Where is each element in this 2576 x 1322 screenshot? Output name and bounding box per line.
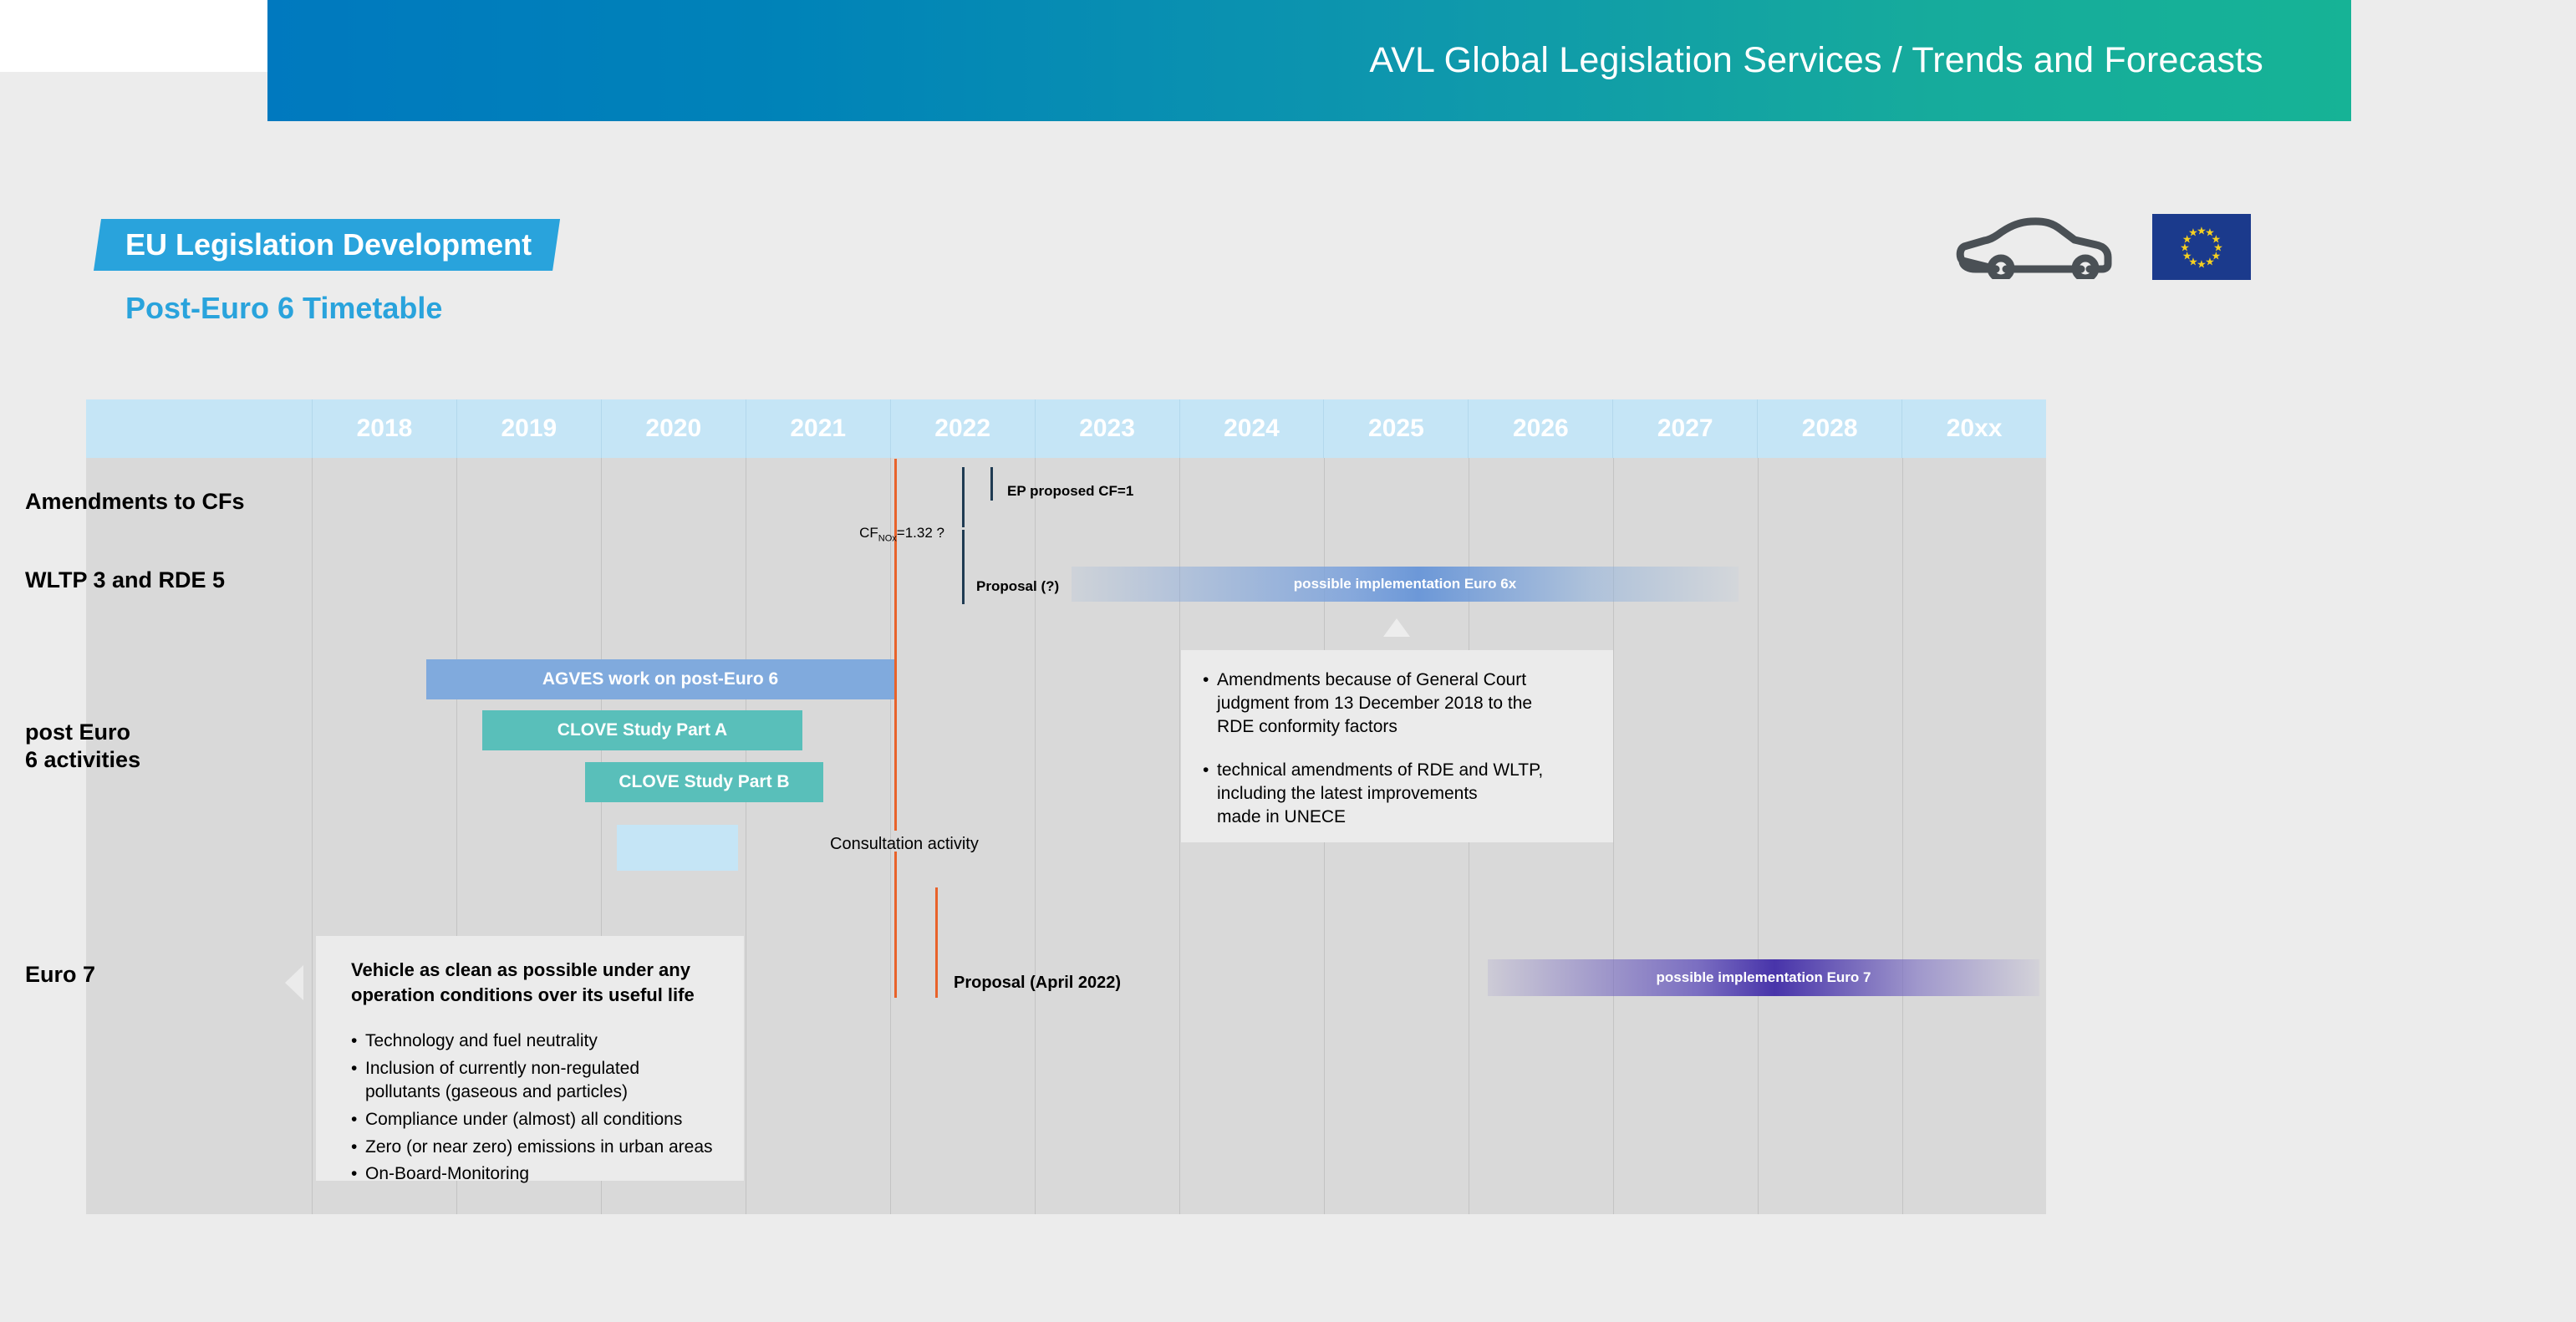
impl-bar-euro7-label: possible implementation Euro 7 — [1656, 969, 1871, 985]
slide-title: EU Legislation Development — [125, 227, 532, 262]
row-label-wltp3-rde5: WLTP 3 and RDE 5 — [25, 567, 226, 592]
eu-flag-star: ★ — [2197, 224, 2207, 236]
grid-line-5 — [1035, 458, 1036, 1214]
grid-line-11 — [1902, 458, 1903, 1214]
year-header-2027: 2027 — [1612, 399, 1757, 458]
list-item: Inclusion of currently non-regulated pol… — [351, 1057, 727, 1104]
eu-flag-star: ★ — [2188, 255, 2198, 268]
activity-bar-clove-b: CLOVE Study Part B — [585, 762, 823, 802]
eu-flag-star: ★ — [2211, 249, 2222, 262]
annotation-consultation-activity: Consultation activity — [830, 835, 979, 853]
proposal-april-2022-line — [935, 887, 938, 998]
year-header-2018: 2018 — [312, 399, 456, 458]
cf-nox-suffix: =1.32 ? — [896, 525, 944, 541]
cf-nox-prefix: CF — [859, 525, 878, 541]
eu-flag-star: ★ — [2188, 226, 2198, 239]
list-item: Amendments because of General Court judg… — [1203, 669, 1591, 739]
header-banner: AVL Global Legislation Services / Trends… — [267, 0, 2351, 121]
annotation-proposal-q: Proposal (?) — [976, 578, 1060, 594]
list-item: technical amendments of RDE and WLTP, in… — [1203, 759, 1591, 829]
year-header-2025: 2025 — [1323, 399, 1468, 458]
timeline-year-header: 2018 2019 2020 2021 2022 2023 2024 2025 … — [86, 399, 2046, 458]
annotation-proposal-april-2022: Proposal (April 2022) — [954, 974, 1122, 992]
grid-line-2 — [601, 458, 602, 1214]
year-header-2020: 2020 — [600, 399, 746, 458]
car-icon — [1956, 217, 2112, 279]
callout-amendments-list: Amendments because of General Court judg… — [1203, 669, 1591, 829]
annotation-cf-nox: CFNOx=1.32 ? — [859, 525, 944, 543]
annotation-ep-proposed-cf: EP proposed CF=1 — [1007, 483, 1134, 499]
year-header-2024: 2024 — [1179, 399, 1324, 458]
list-item: Zero (or near zero) emissions in urban a… — [351, 1136, 727, 1159]
row-label-amendments-to-cfs: Amendments to CFs — [25, 489, 245, 514]
row-label-post-euro-6: post Euro 6 activities — [25, 719, 141, 772]
activity-bar-agves: AGVES work on post-Euro 6 — [426, 659, 894, 699]
callout-euro7-heading: Vehicle as clean as possible under any o… — [351, 959, 695, 1005]
impl-bar-euro7: possible implementation Euro 7 — [1488, 959, 2039, 996]
grid-line-6 — [1179, 458, 1180, 1214]
list-item: Compliance under (almost) all conditions — [351, 1108, 727, 1131]
list-item: On-Board-Monitoring — [351, 1162, 727, 1186]
cf-nox-subscript: NOx — [878, 533, 897, 544]
timeline-header-spacer — [86, 399, 312, 458]
header-title: AVL Global Legislation Services / Trends… — [1369, 40, 2263, 80]
eu-flag-star: ★ — [2213, 241, 2223, 253]
consultation-line-lower — [894, 852, 897, 998]
eu-flag-star: ★ — [2180, 241, 2190, 253]
grid-line-1 — [456, 458, 457, 1214]
year-header-2026: 2026 — [1468, 399, 1612, 458]
proposal-q-line — [962, 562, 965, 604]
grid-line-9 — [1613, 458, 1614, 1214]
grid-line-4 — [890, 458, 891, 1214]
ep-proposed-cf-tick — [990, 467, 993, 501]
year-header-2022: 2022 — [889, 399, 1035, 458]
eu-flag-icon: ★★★★★★★★★★★★ — [2152, 214, 2251, 280]
consultation-line-upper — [894, 459, 897, 831]
eu-flag-star: ★ — [2181, 249, 2192, 262]
ep-proposed-cf-line — [962, 467, 965, 527]
callout-euro7-arrow — [285, 965, 303, 1000]
impl-bar-euro6x: possible implementation Euro 6x — [1072, 567, 1739, 602]
top-left-white-corner — [0, 0, 267, 72]
slide-subtitle: Post-Euro 6 Timetable — [125, 291, 443, 325]
eu-flag-star: ★ — [2181, 232, 2192, 245]
activity-bar-clove-a: CLOVE Study Part A — [482, 710, 802, 750]
year-header-2021: 2021 — [745, 399, 890, 458]
euro6x-callout-arrow — [1383, 618, 1410, 637]
year-header-2028: 2028 — [1757, 399, 1901, 458]
callout-euro7: Vehicle as clean as possible under any o… — [316, 936, 744, 1186]
list-item: Technology and fuel neutrality — [351, 1030, 727, 1053]
eu-flag-star: ★ — [2205, 255, 2215, 268]
year-header-2023: 2023 — [1034, 399, 1179, 458]
eu-flag-star: ★ — [2197, 257, 2207, 270]
grid-line-10 — [1758, 458, 1759, 1214]
eu-flag-star: ★ — [2211, 232, 2222, 245]
year-header-20xx: 20xx — [1901, 399, 2046, 458]
impl-bar-euro6x-label: possible implementation Euro 6x — [1293, 576, 1517, 592]
activity-bar-agves-label: AGVES work on post-Euro 6 — [542, 669, 779, 689]
activity-bar-clove-b-label: CLOVE Study Part B — [619, 772, 790, 791]
callout-euro7-list: Technology and fuel neutrality Inclusion… — [351, 1030, 727, 1187]
grid-line-0 — [312, 458, 313, 1214]
row-label-euro-7: Euro 7 — [25, 962, 96, 987]
activity-bar-clove-a-label: CLOVE Study Part A — [557, 720, 728, 740]
activity-bar-consultation-box — [617, 825, 738, 871]
slide-title-tag: EU Legislation Development — [94, 219, 560, 271]
eu-flag-star: ★ — [2205, 226, 2215, 239]
year-header-2019: 2019 — [456, 399, 601, 458]
callout-amendments: Amendments because of General Court judg… — [1181, 650, 1613, 842]
